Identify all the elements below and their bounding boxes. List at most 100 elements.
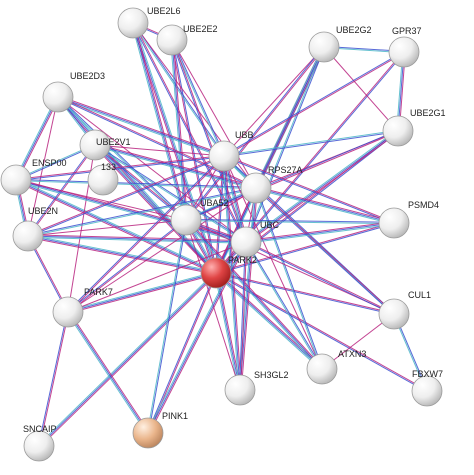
- edge-layer: [14, 21, 429, 448]
- edge-ube2g1-ubc: [244, 129, 400, 244]
- node-label-ubb: UBB: [235, 130, 254, 140]
- node-ubb[interactable]: UBB: [208, 130, 254, 172]
- node-ube2g1[interactable]: UBE2G1: [382, 108, 446, 147]
- node-circle-cul1[interactable]: [378, 298, 410, 330]
- node-label-rps27a: RPS27A: [268, 165, 303, 175]
- node-circle-sh3gl2[interactable]: [224, 374, 256, 406]
- edge-ubb-park7: [67, 155, 225, 313]
- node-label-psmd4: PSMD4: [408, 200, 439, 210]
- node-label-fbxw7: FBXW7: [412, 369, 443, 379]
- node-133[interactable]: 133: [87, 162, 119, 196]
- node-circle-ube2l6[interactable]: [117, 7, 149, 39]
- node-label-ube2l6: UBE2L6: [147, 6, 181, 16]
- edge-ube2g1-ubb: [223, 129, 399, 158]
- edge-ube2d3-rps27a: [57, 95, 257, 190]
- edge-ube2d3-ubc: [57, 96, 247, 243]
- edge-uba52-pink1: [146, 219, 188, 434]
- edge-ube2e2-uba52: [170, 39, 188, 221]
- edge-park7-pink1: [66, 311, 150, 434]
- node-circle-ube2v1[interactable]: [79, 129, 111, 161]
- node-label-uba52: UBA52: [200, 198, 229, 208]
- node-circle-rps27a[interactable]: [240, 172, 272, 204]
- node-label-ube2e2: UBE2E2: [183, 24, 218, 34]
- node-label-ubc: UBC: [260, 220, 280, 230]
- edge-ensp00-rps27a: [15, 178, 257, 190]
- node-circle-sncaip[interactable]: [23, 430, 55, 462]
- edge-ubc-park7: [67, 241, 247, 313]
- edge-rps27a-cul1: [255, 187, 395, 315]
- node-ubc[interactable]: UBC: [230, 220, 280, 258]
- node-circle-park2[interactable]: [200, 257, 232, 289]
- node-park7[interactable]: PARK7: [52, 287, 113, 328]
- node-rps27a[interactable]: RPS27A: [240, 165, 303, 204]
- edge-park2-ube2e2: [170, 39, 218, 274]
- node-circle-ubc[interactable]: [230, 226, 262, 258]
- node-atxn3[interactable]: ATXN3: [306, 349, 366, 385]
- edge-ube2g2-uba52: [185, 46, 325, 221]
- node-label-ube2g2: UBE2G2: [336, 25, 372, 35]
- edge-ube2g2-ubb: [223, 46, 325, 157]
- node-label-133: 133: [101, 162, 116, 172]
- node-sh3gl2[interactable]: SH3GL2: [224, 370, 289, 406]
- node-label-gpr37: GPR37: [392, 26, 422, 36]
- node-circle-ube2n[interactable]: [12, 220, 44, 252]
- node-circle-ubb[interactable]: [208, 140, 240, 172]
- node-gpr37[interactable]: GPR37: [388, 26, 422, 68]
- node-circle-psmd4[interactable]: [378, 207, 410, 239]
- node-sncaip[interactable]: SNCAIP: [23, 424, 57, 462]
- edge-ube2d3-uba52: [57, 96, 187, 221]
- node-ube2d3[interactable]: UBE2D3: [42, 71, 105, 113]
- edge-ube2d3-ube2n: [27, 96, 59, 237]
- node-circle-atxn3[interactable]: [306, 353, 338, 385]
- node-circle-ensp00[interactable]: [0, 164, 32, 196]
- node-ensp00[interactable]: ENSP00: [0, 158, 67, 196]
- node-uba52[interactable]: UBA52: [170, 198, 229, 236]
- edge-uba52-sh3gl2: [185, 219, 241, 391]
- edge-park7-sncaip: [37, 311, 70, 447]
- edge-gpr37-ubb: [223, 51, 405, 157]
- node-circle-park7[interactable]: [52, 296, 84, 328]
- node-ube2v1[interactable]: UBE2V1: [79, 129, 131, 161]
- node-label-ube2v1: UBE2V1: [96, 137, 131, 147]
- node-park2[interactable]: PARK2: [200, 255, 257, 289]
- node-ube2n[interactable]: UBE2N: [12, 206, 58, 252]
- edge-ube2n-uba52: [27, 219, 187, 237]
- edge-ube2n-ubb: [27, 154, 225, 238]
- node-circle-133[interactable]: [87, 164, 119, 196]
- node-circle-fbxw7[interactable]: [411, 375, 443, 407]
- node-ube2l6[interactable]: UBE2L6: [117, 6, 181, 39]
- edge-rps27a-psmd4: [255, 186, 395, 225]
- edge-rps27a-atxn3: [254, 187, 324, 370]
- node-psmd4[interactable]: PSMD4: [378, 200, 439, 239]
- edge-ube2n-rps27a: [27, 186, 257, 238]
- node-label-ube2n: UBE2N: [28, 206, 58, 216]
- edge-ubc-cul1: [245, 240, 395, 316]
- edge-ubc-psmd4: [245, 221, 395, 244]
- node-cul1[interactable]: CUL1: [378, 290, 431, 330]
- node-label-sncaip: SNCAIP: [23, 424, 57, 434]
- node-circle-uba52[interactable]: [170, 204, 202, 236]
- edge-ensp00-ubb: [15, 154, 225, 182]
- node-label-ensp00: ENSP00: [32, 158, 67, 168]
- node-circle-pink1[interactable]: [132, 417, 164, 449]
- edge-ube2d3-ensp00: [14, 96, 60, 181]
- node-label-atxn3: ATXN3: [338, 349, 366, 359]
- node-label-park2: PARK2: [228, 255, 257, 265]
- node-fbxw7[interactable]: FBXW7: [411, 369, 443, 407]
- edge-uba52-psmd4: [185, 218, 395, 225]
- node-ube2g2[interactable]: UBE2G2: [308, 25, 372, 63]
- node-label-sh3gl2: SH3GL2: [254, 370, 289, 380]
- node-circle-ube2d3[interactable]: [42, 81, 74, 113]
- edge-rps27a-park7: [67, 187, 257, 313]
- node-pink1[interactable]: PINK1: [132, 411, 188, 449]
- edge-ube2n-ubc: [27, 234, 247, 244]
- node-circle-ube2g1[interactable]: [382, 115, 414, 147]
- node-circle-gpr37[interactable]: [388, 36, 420, 68]
- edge-park2-park7: [67, 271, 217, 314]
- node-label-ube2d3: UBE2D3: [70, 71, 105, 81]
- node-circle-ube2e2[interactable]: [156, 24, 188, 56]
- node-ube2e2[interactable]: UBE2E2: [156, 24, 218, 56]
- node-circle-ube2g2[interactable]: [308, 31, 340, 63]
